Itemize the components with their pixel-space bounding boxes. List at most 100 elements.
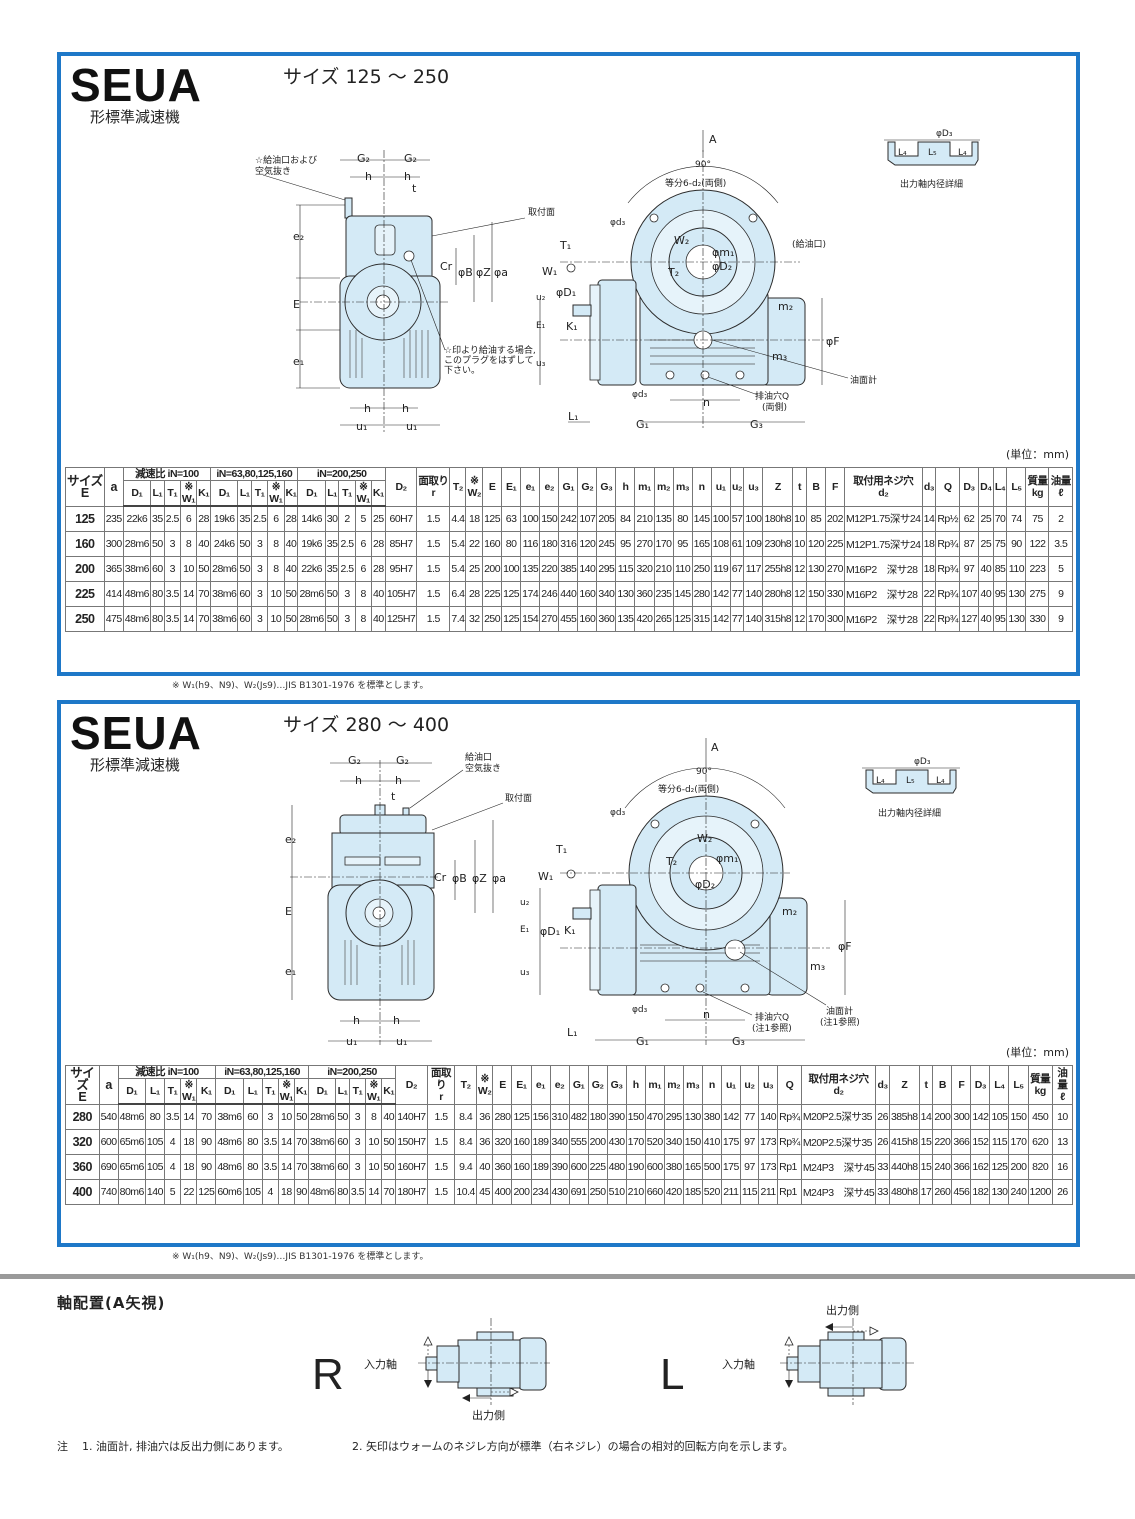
notes-label: 注 (57, 1440, 68, 1453)
table-cell: 165 (682, 1154, 703, 1180)
column-header: E₁ (501, 467, 522, 507)
dim-h: h (404, 170, 411, 183)
column-header: Z (762, 467, 794, 507)
dim-E1: E₁ (536, 321, 546, 331)
table-cell: 140 (743, 581, 764, 607)
dim-phid3: φd₃ (632, 1005, 648, 1015)
table-cell: 145 (672, 581, 693, 607)
oil-inlet-label: (給油口) (792, 238, 826, 250)
table-cell: 170 (625, 1129, 646, 1155)
table-cell: Rp¾ (935, 531, 961, 557)
dim-E1: E₁ (520, 925, 530, 935)
vent-note: ☆給油口および (255, 154, 317, 166)
dim-h: h (355, 774, 362, 787)
dim-m3: m₃ (810, 960, 825, 973)
dim-holes: 等分6-d₂(両側) (665, 177, 726, 189)
table-cell: 110 (1006, 556, 1027, 582)
table-cell: 85H7 (384, 531, 418, 557)
side-view-drawing-2: 給油口 空気抜き 取付面 G₂ G₂ h h t e₂ E e₁ Cr φB φ… (285, 751, 532, 1048)
table-cell: 180H7 (395, 1179, 428, 1205)
input-shaft-label: 入力軸 (364, 1358, 397, 1371)
table-cell: 60m6 (215, 1179, 244, 1205)
size-cell: 200 (65, 556, 105, 582)
front-view-drawing-2: A 90° 等分6-d₂(両側) φd₃ W₂ T₂ φm₁ φD₂ m₂ φF… (520, 738, 860, 1048)
table-cell: 310 (549, 1103, 570, 1130)
column-header: u₂ (739, 1065, 760, 1105)
column-header: 油量 ℓ (1048, 467, 1073, 507)
column-header: ※ W₁ (179, 480, 198, 507)
table-cell: 14 (179, 606, 198, 632)
dim-L5: L₅ (928, 148, 937, 158)
table-cell: 19k6 (210, 505, 239, 532)
dim-T2: T₂ (665, 855, 677, 868)
size-range: サイズ 280 ～ 400 (283, 714, 450, 736)
column-header: u₃ (743, 467, 764, 507)
column-header: D₁ (215, 1078, 244, 1105)
dim-G2: G₂ (357, 152, 370, 165)
table-cell: 48m6 (122, 581, 152, 607)
column-header: D₂ (395, 1065, 428, 1105)
table-cell: 140H7 (395, 1103, 428, 1130)
dim-L5: L₅ (906, 776, 915, 786)
dim-t: t (412, 182, 417, 195)
plug-note-2: このプラグをはずして (444, 354, 534, 366)
table-cell: 315h8 (762, 606, 794, 632)
table-cell: 160 (577, 606, 598, 632)
table-cell: 115 (739, 1179, 760, 1205)
column-header: 取付用ネジ穴 d₂ (800, 1065, 877, 1105)
table-cell: M12P1.75深サ24 (843, 531, 923, 557)
model-name: SEUA (70, 707, 202, 759)
column-header: サイズ E (65, 467, 105, 507)
footnote: ※ W₁(h9、N9)、W₂(Js9)…JIS B1301-1976 を標準とし… (172, 1252, 429, 1262)
table-cell: M16P2 深サ28 (843, 606, 923, 632)
dim-angle: 90° (695, 160, 711, 170)
dim-W1: W₁ (538, 870, 553, 883)
table-cell: 22k6 (122, 505, 152, 532)
table-cell: 340 (596, 581, 617, 607)
table-cell: 740 (98, 1179, 119, 1205)
dim-phid3: φd₃ (610, 218, 626, 228)
drain-label: 排油穴Q (755, 1011, 789, 1023)
section-divider (0, 1274, 1135, 1279)
dim-u1: u₁ (406, 420, 417, 433)
table-cell: 410 (701, 1129, 722, 1155)
bore-detail-2: L₄ L₅ L₄ φD₃ 出力軸内径詳細 (862, 757, 960, 819)
see-note-1: (注1参照) (752, 1022, 792, 1034)
table-cell: 28m6 (297, 606, 326, 632)
table-cell: 280h8 (762, 581, 794, 607)
table-cell: 420 (663, 1179, 684, 1205)
dim-phia: φa (494, 266, 508, 279)
table-cell: 185 (682, 1179, 703, 1205)
table-cell: 1.5 (416, 531, 451, 557)
column-header: n (691, 467, 712, 507)
dim-u1: u₁ (396, 1035, 407, 1048)
table-cell: 125 (501, 606, 522, 632)
dim-h: h (402, 402, 409, 415)
table-cell: Rp1 (777, 1154, 802, 1180)
table-cell: 9 (1048, 581, 1073, 607)
table-cell: 65m6 (117, 1129, 146, 1155)
table-cell: 5 (1048, 556, 1073, 582)
table-cell: 107 (577, 505, 598, 532)
column-header: 質量 kg (1027, 1065, 1053, 1105)
view-arrow-A: A (711, 741, 719, 754)
table-cell: 116 (520, 531, 541, 557)
dim-u2: u₂ (520, 898, 530, 908)
dim-W1: W₁ (542, 265, 557, 278)
dim-W2: W₂ (697, 832, 712, 845)
unit-label: (単位：mm) (1006, 448, 1070, 461)
dim-n: n (703, 1008, 710, 1021)
table-cell: 385 (558, 556, 579, 582)
table-cell: 48m6 (122, 606, 152, 632)
dim-phiB: φB (452, 872, 467, 885)
ratio-group-header: iN=63,80,125,160 (210, 467, 299, 481)
table-cell: 28m6 (122, 531, 152, 557)
ratio-group-header: iN=200,250 (297, 467, 386, 481)
column-header: 質量 kg (1025, 467, 1050, 507)
dim-G2: G₂ (404, 152, 417, 165)
table-cell: 270 (539, 606, 560, 632)
vent-label-2: 空気抜き (465, 762, 501, 774)
